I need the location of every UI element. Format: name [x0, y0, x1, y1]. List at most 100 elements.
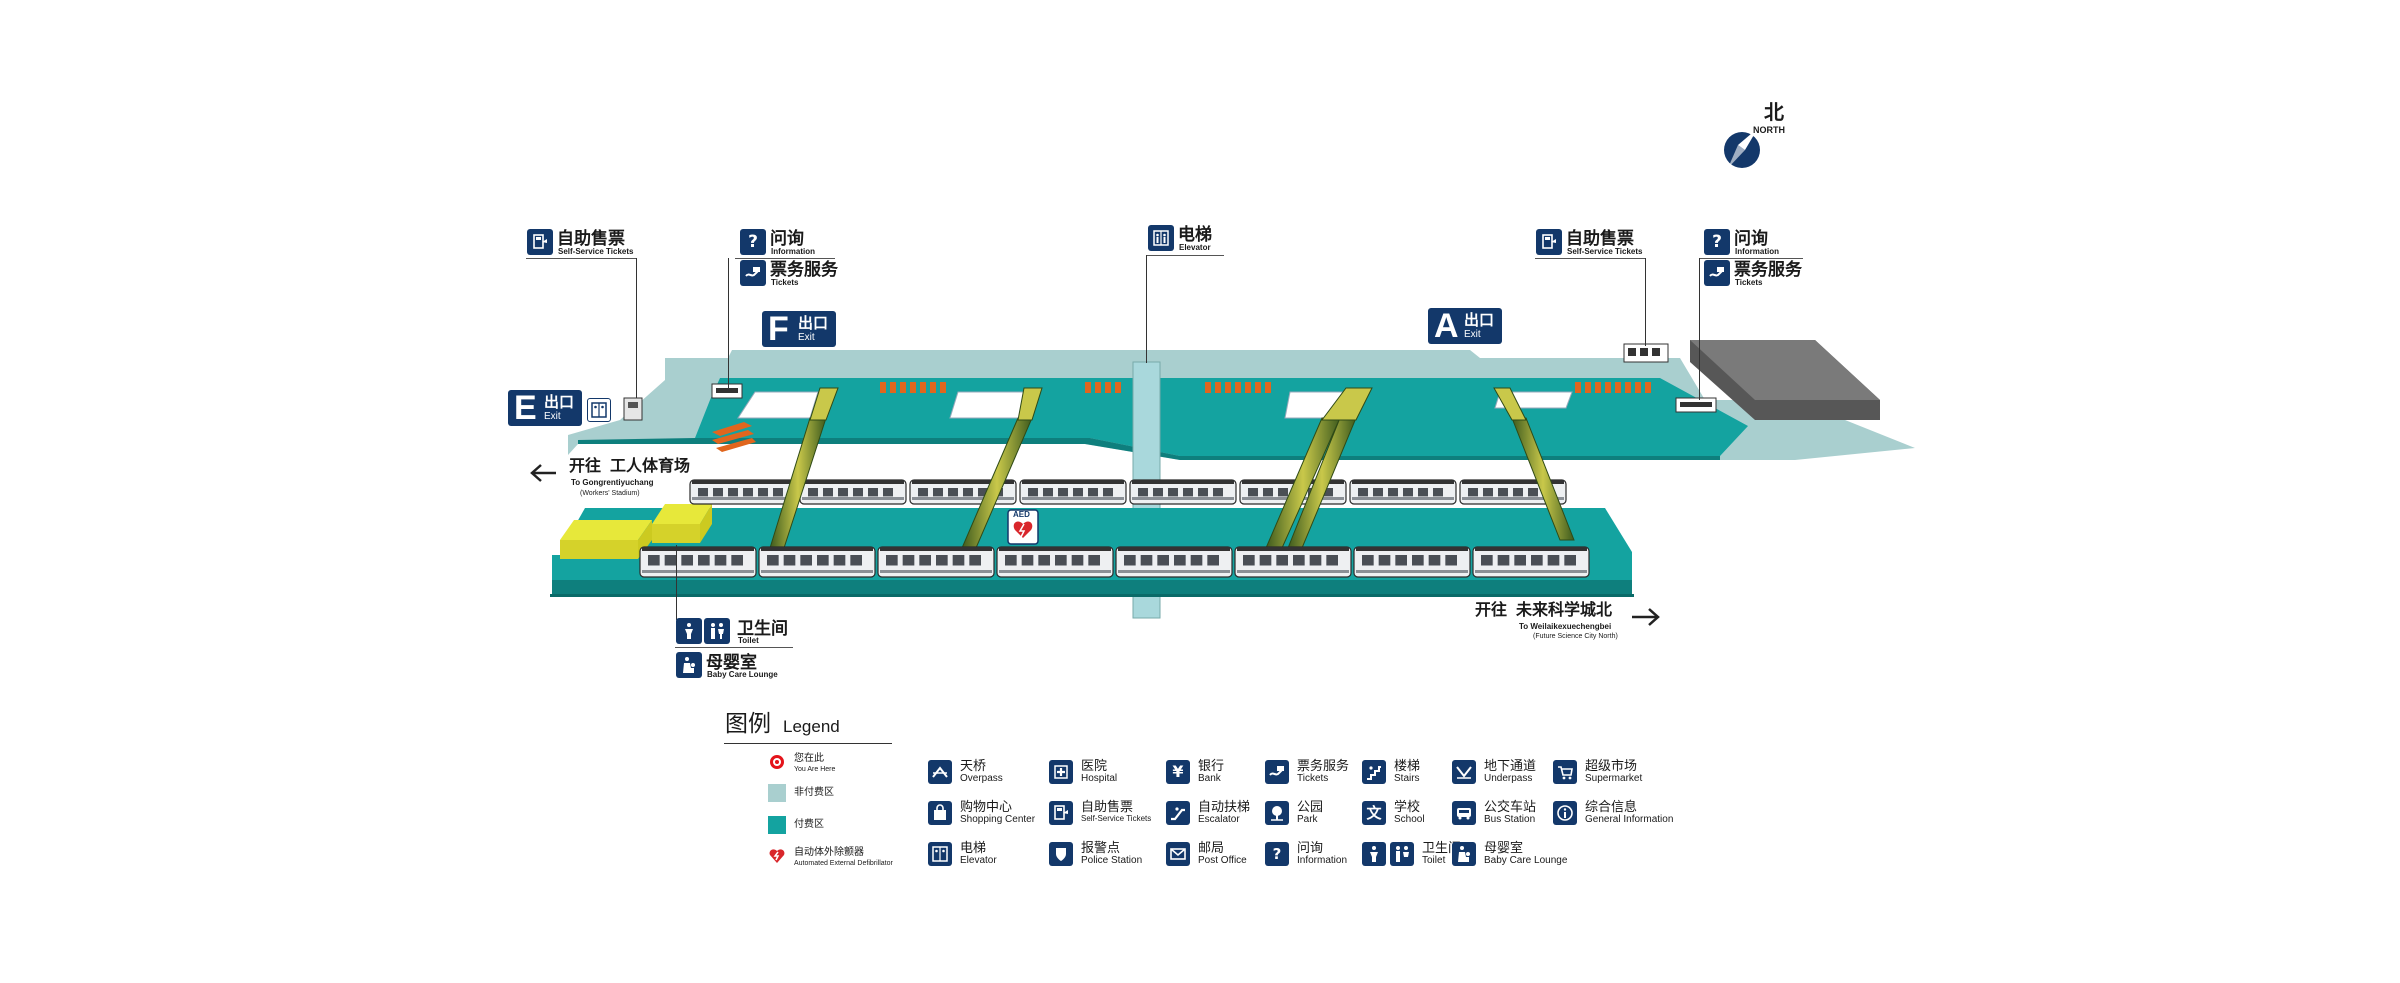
legend-entry-en: School [1394, 814, 1425, 825]
general-info-icon [1553, 801, 1577, 825]
concourse-void [949, 391, 1029, 419]
legend-entry-cn: 问询 [1297, 840, 1324, 855]
callout-label-cn: 电梯 [1178, 225, 1212, 244]
elevator-icon [587, 398, 611, 422]
ticket-office-left [711, 383, 743, 399]
callout-label-en: Self-Service Tickets [1567, 247, 1643, 256]
ticket-service-icon [740, 260, 766, 286]
train-car [1349, 479, 1457, 505]
legend-entry-en: Underpass [1484, 773, 1533, 784]
direction-arrow-west [530, 464, 556, 482]
callout-label-en: Tickets [771, 278, 799, 287]
legend-entry-en: Police Station [1081, 855, 1143, 866]
legend-entry-cn: 天桥 [960, 758, 987, 773]
direction-west-en: To Gongrentiyuchang [571, 478, 654, 487]
aed-marker [1007, 509, 1039, 545]
exit-en: Exit [798, 332, 815, 343]
train-car [1234, 546, 1352, 578]
train-car [877, 546, 995, 578]
platform-rooms [560, 504, 712, 559]
legend-entry-en: Bank [1198, 773, 1221, 784]
legend-entry-en: Post Office [1198, 855, 1247, 866]
bus-station-icon [1452, 801, 1476, 825]
platform-slab-front [552, 580, 1632, 596]
legend-entry-en: Bus Station [1484, 814, 1536, 825]
legend-entry-cn: 票务服务 [1297, 758, 1350, 773]
exit-f-sign: F 出口 Exit [762, 311, 836, 347]
toilet-icon [1362, 842, 1386, 866]
question-icon: ? [1704, 229, 1730, 255]
exit-letter: E [514, 389, 537, 427]
concourse-edge [578, 438, 1720, 460]
overpass-icon [928, 760, 952, 784]
callout-label-cn: 自助售票 [1566, 229, 1634, 248]
park-icon [1265, 801, 1289, 825]
direction-east-en: To Weilaikexuechengbei [1519, 622, 1612, 631]
legend-item-cn: 非付费区 [794, 787, 834, 798]
train-car [758, 546, 876, 578]
toilet-icon [704, 618, 730, 644]
paid-area-swatch [768, 816, 786, 834]
fare-gates [712, 382, 1651, 452]
ticket-machines-left [623, 397, 643, 421]
direction-west-sub: (Workers' Stadium) [580, 490, 640, 497]
legend-entry-cn: 自助售票 [1081, 799, 1134, 814]
legend-entry-cn: 医院 [1081, 758, 1108, 773]
hospital-icon [1049, 760, 1073, 784]
legend-title-cn: 图例 [725, 710, 771, 736]
police-icon [1049, 842, 1073, 866]
train-car [1129, 479, 1237, 505]
callout-label-cn: 票务服务 [1734, 260, 1802, 279]
compass-icon [1724, 128, 1760, 168]
direction-arrow-east [1632, 608, 1660, 626]
supermarket-icon [1553, 760, 1577, 784]
ticket-service-icon [1265, 760, 1289, 784]
callout-label-cn: 票务服务 [770, 260, 838, 279]
callout-label-en: Toilet [738, 636, 759, 645]
legend-entry-cn: 邮局 [1198, 840, 1225, 855]
escalator-icon [1166, 801, 1190, 825]
legend-item-cn: 您在此 [794, 753, 824, 764]
legend-entry-en: Stairs [1394, 773, 1420, 784]
train-car [996, 546, 1114, 578]
legend-entry-en: Escalator [1198, 814, 1240, 825]
callout-label-en: Self-Service Tickets [558, 247, 634, 256]
escalators [769, 387, 1575, 549]
legend-entry-en: Elevator [960, 855, 997, 866]
legend-entry-cn: 公交车站 [1484, 799, 1537, 814]
legend-item-cn: 付费区 [794, 819, 824, 830]
callout-label-en: Baby Care Lounge [707, 670, 778, 679]
legend-entry-en: Park [1297, 814, 1318, 825]
legend-entry-en: Hospital [1081, 773, 1118, 784]
exit-e-sign: E 出口 Exit [508, 390, 582, 426]
shopping-center-icon [928, 801, 952, 825]
callout-label-en: Information [1735, 247, 1779, 256]
legend-entry-en: Overpass [960, 773, 1003, 784]
exit-en: Exit [544, 411, 561, 422]
exit-cn: 出口 [544, 394, 575, 411]
elevator-icon [1148, 225, 1174, 251]
ticket-machine-icon [1049, 801, 1073, 825]
legend-entry-en: Baby Care Lounge [1484, 855, 1568, 866]
train-car [799, 479, 907, 505]
equipment-room-top [1690, 340, 1880, 400]
question-icon: ? [740, 229, 766, 255]
aed-heart-icon [768, 847, 786, 865]
legend-entry-cn: 综合信息 [1585, 799, 1638, 814]
question-icon: ? [1265, 842, 1289, 866]
exit-en: Exit [1464, 329, 1481, 340]
unpaid-area-swatch [768, 784, 786, 802]
train-car [639, 546, 757, 578]
legend-entry-cn: 超级市场 [1585, 758, 1638, 773]
train-car [1353, 546, 1471, 578]
legend-entry-en: Shopping Center [960, 814, 1036, 825]
toilet-icon [676, 618, 702, 644]
callout-label-en: Information [771, 247, 815, 256]
legend-title-en: Legend [783, 717, 840, 736]
callout-label-en: Elevator [1179, 243, 1211, 252]
exit-letter: A [1434, 307, 1459, 345]
legend-entry-en: Supermarket [1585, 773, 1643, 784]
bank-icon: ¥ [1166, 760, 1190, 784]
legend-entry-cn: 自动扶梯 [1198, 799, 1251, 814]
